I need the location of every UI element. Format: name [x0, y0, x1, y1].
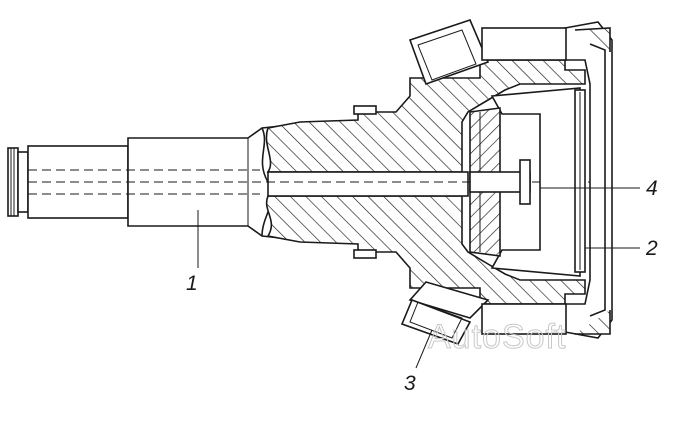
roller-bearing-top: [408, 19, 567, 86]
callout-4: 4: [646, 177, 658, 200]
leader-lines: [197, 187, 640, 369]
callout-3: 3: [404, 372, 416, 395]
watermark: AutoSoft: [428, 318, 566, 356]
central-bore: [267, 171, 469, 197]
shaft-spline-end: [7, 145, 129, 219]
roller-bearing-part-3: [400, 281, 567, 345]
cone-cup-part-4: [469, 87, 581, 277]
retaining-ring-bottom: [353, 249, 377, 259]
callout-1: 1: [186, 272, 198, 295]
flange-section-lower: [265, 195, 586, 305]
ring-part-2: [574, 89, 586, 273]
callout-2: 2: [645, 237, 658, 260]
retaining-ring-top: [353, 105, 377, 115]
